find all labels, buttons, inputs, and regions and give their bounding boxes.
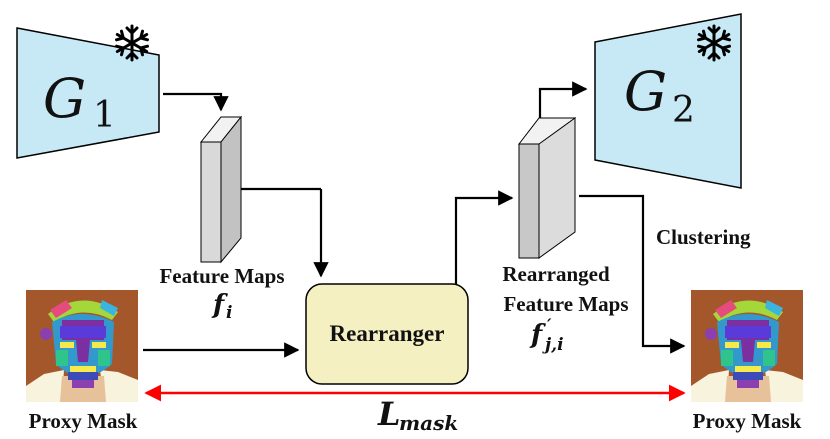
generator-g2-subscript: 2 xyxy=(672,90,695,131)
rearranged-feature-maps-symbol: f ′ j,i xyxy=(529,316,564,355)
proxy-mask-left-label: Proxy Mask xyxy=(29,409,138,433)
rearranged-label-line2: Feature Maps xyxy=(503,292,628,316)
svg-text:f: f xyxy=(529,320,546,350)
arrows xyxy=(143,81,686,358)
svg-text:L: L xyxy=(377,395,401,433)
generator-g2-symbol: G xyxy=(624,60,667,123)
rearranger-box: Rearranger xyxy=(305,283,469,385)
arrow-rearranged-maps-to-g2 xyxy=(538,81,588,118)
rearranged-feature-map-front-face xyxy=(518,143,540,259)
arrow-g1-to-feature-maps xyxy=(163,92,229,112)
svg-text:i: i xyxy=(226,303,232,323)
generator-g1: G 1 xyxy=(16,24,160,159)
proxy-mask-right-image xyxy=(691,290,803,402)
arrow-rearranger-to-rearranged-maps xyxy=(454,190,514,284)
rearranged-label-line1: Rearranged xyxy=(502,262,610,286)
generator-g2-trapezoid xyxy=(594,13,742,189)
clustering-label: Clustering xyxy=(656,225,751,249)
generator-g1-trapezoid xyxy=(16,27,160,159)
feature-map-side-face xyxy=(220,115,242,264)
feature-map-front-face xyxy=(200,141,222,263)
rearranged-feature-maps-block xyxy=(517,117,577,259)
proxy-mask-left-image xyxy=(26,290,138,402)
arrow-clustering-to-mask xyxy=(579,194,686,354)
feature-maps-label: Feature Maps xyxy=(159,264,284,288)
svg-text:j,i: j,i xyxy=(542,335,564,355)
svg-text:f: f xyxy=(211,290,228,320)
loss-label: L mask xyxy=(377,395,458,435)
snowflake-icon xyxy=(115,24,149,62)
svg-text:mask: mask xyxy=(399,411,458,435)
generator-g1-subscript: 1 xyxy=(93,95,116,136)
generator-g2: G 2 xyxy=(594,13,742,189)
feature-maps-symbol: f i xyxy=(211,290,232,323)
generator-g1-symbol: G xyxy=(43,67,86,130)
rearranger-label: Rearranger xyxy=(330,321,445,346)
feature-maps-block xyxy=(199,115,243,264)
svg-text:′: ′ xyxy=(547,316,552,336)
proxy-mask-right-label: Proxy Mask xyxy=(693,409,802,433)
